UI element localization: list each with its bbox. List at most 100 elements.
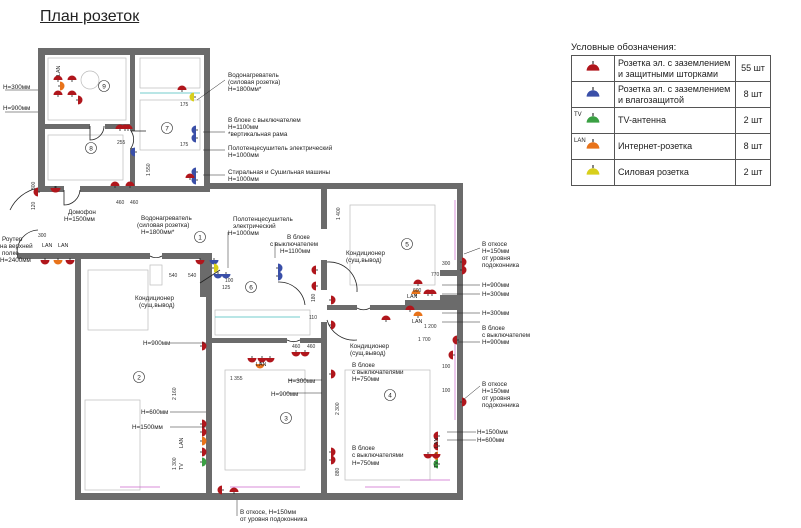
dim: 100: [442, 364, 451, 370]
room-numbers: [85, 80, 413, 424]
dim: 880: [335, 467, 341, 476]
label-right-otkos2: В откосе: [482, 381, 508, 388]
internet-socket-icon: [58, 81, 65, 91]
socket-grounded-shutters-icon: [300, 350, 310, 357]
legend-label: Розетка эл. с заземлением и влагозащитой: [614, 81, 736, 108]
socket-grounded-shutters-icon: [329, 369, 336, 379]
label-right-otkos2-h: H=150мм: [482, 388, 509, 395]
socket-waterproof-icon: [221, 272, 231, 279]
room-number: 9: [102, 84, 106, 91]
dim: 1 700: [418, 337, 431, 343]
label-block-2: В блоке: [287, 233, 310, 241]
socket-waterproof-icon: [130, 147, 137, 157]
label-bottom-otkos: В откосе, H=150мм: [240, 509, 296, 516]
label-h300-left: H=300мм: [3, 84, 30, 91]
label-left-h900: H=900мм: [143, 340, 170, 347]
label-heater-2-sub: (силовая розетка): [137, 222, 189, 229]
label-center-block: В блоке: [352, 361, 375, 369]
socket-grounded-shutters-icon: [53, 90, 63, 97]
walls: [18, 48, 463, 500]
power-socket-icon: [189, 92, 196, 102]
socket-waterproof-icon: [209, 258, 219, 265]
label-conditioner-3: Кондиционер: [350, 343, 389, 350]
socket-grounded-shutters-icon: [265, 356, 275, 363]
room-number: 3: [284, 416, 288, 423]
label-block-h1100: H=1100мм: [228, 124, 258, 131]
label-towel-2-h: H=1000мм: [228, 230, 259, 237]
label-right-h900: H=900мм: [482, 282, 509, 289]
label-center-block2: В блоке: [352, 444, 375, 452]
legend-row: Розетка эл. с заземлением и защитными шт…: [571, 55, 771, 82]
label-router: Роутер: [2, 236, 23, 243]
socket-grounded-shutters-icon: [200, 419, 207, 429]
label-center-h300: H=300мм: [288, 378, 315, 385]
dim: 1 200: [424, 324, 437, 330]
internet-socket-icon: LAN: [571, 133, 615, 160]
label-block-2b: с выключателем: [270, 241, 318, 248]
label-center-block-2: с выключателями: [352, 369, 404, 376]
legend-label: Интернет-розетка: [614, 133, 736, 160]
svg-text:LAN: LAN: [412, 319, 422, 325]
socket-grounded-shutters-icon: [431, 452, 441, 459]
legend-qty: 8 шт: [735, 81, 771, 108]
label-block-switch: В блоке с выключателем: [228, 116, 301, 124]
socket-grounded-shutters-icon: [433, 441, 440, 451]
label-right-block: В блоке: [482, 324, 505, 332]
socket-grounded-shutters-icon: [67, 75, 77, 82]
socket-grounded-shutters-icon: [40, 258, 50, 265]
label-center-block-h: H=750мм: [352, 376, 379, 383]
dim: 460: [292, 344, 301, 350]
label-right-block-2: с выключателем: [482, 332, 530, 339]
label-right-otkos-h: H=150мм: [482, 248, 509, 255]
legend-label: TV-антенна: [614, 107, 736, 134]
legend-title: Условные обозначения:: [571, 42, 677, 53]
label-right-otkos2-3: подоконника: [482, 402, 520, 409]
socket-grounded-shutters-icon: [247, 356, 257, 363]
socket-grounded-shutters-icon: [452, 335, 459, 345]
label-towel-dryer-h: H=1000мм: [228, 152, 259, 159]
label-right-otkos-3: подоконника: [482, 262, 520, 269]
label-left-h600: H=600мм: [141, 409, 168, 416]
label-heater-2-h: H=1800мм*: [141, 229, 175, 236]
svg-text:LAN: LAN: [56, 66, 62, 76]
dim: 255: [117, 140, 126, 146]
label-router-3: полке: [2, 250, 19, 257]
label-right-otkos: В откосе: [482, 241, 508, 248]
tv-antenna-icon: [433, 459, 440, 469]
label-heater-2: Водонагреватель: [141, 215, 192, 222]
svg-text:LAN: LAN: [434, 438, 440, 448]
dim: 1 355: [230, 376, 243, 382]
socket-grounded-shutters-icon: [185, 173, 195, 180]
label-conditioner-1: Кондиционер: [346, 250, 385, 257]
label-domofon: Домофон: [68, 209, 96, 216]
room-number: 2: [137, 375, 141, 382]
dim: 460: [130, 200, 139, 206]
socket-grounded-shutters-icon: [200, 341, 207, 351]
power-socket-icon: [571, 159, 615, 186]
legend-qty: 8 шт: [735, 133, 771, 160]
socket-waterproof-icon: [191, 167, 198, 177]
svg-text:LAN: LAN: [179, 438, 185, 448]
label-domofon-h: H=1500мм: [64, 216, 95, 223]
tv-antenna-icon: [200, 457, 207, 467]
dim: 300: [38, 233, 47, 239]
legend-qty: 2 шт: [735, 107, 771, 134]
label-conditioner-3-sub: (сущ.вывод): [350, 350, 386, 357]
dim: 460: [116, 200, 125, 206]
socket-grounded-shutters-icon: [110, 181, 120, 188]
dim: 460: [307, 344, 316, 350]
socket-waterproof-icon: [191, 125, 198, 135]
socket-grounded-shutters-icon: [51, 186, 61, 193]
svg-text:LAN: LAN: [407, 294, 417, 300]
dimension-labels: 255 460 460 175 175 1 550 300 120 300 54…: [31, 102, 451, 476]
socket-grounded-shutters-icon: [460, 257, 467, 267]
dim: 600: [413, 288, 422, 294]
socket-waterproof-icon: [276, 263, 283, 273]
socket-grounded-shutters-icon: [329, 295, 336, 305]
room-number-labels: 9 8 7 1 2 3 4 5 6: [89, 84, 409, 423]
label-right-block-h: H=900мм: [482, 339, 509, 346]
socket-waterproof-icon: [213, 272, 223, 279]
socket-grounded-shutters-icon: [76, 95, 83, 105]
socket-grounded-shutters-icon: [329, 320, 336, 330]
socket-grounded-shutters-icon: [460, 265, 467, 275]
